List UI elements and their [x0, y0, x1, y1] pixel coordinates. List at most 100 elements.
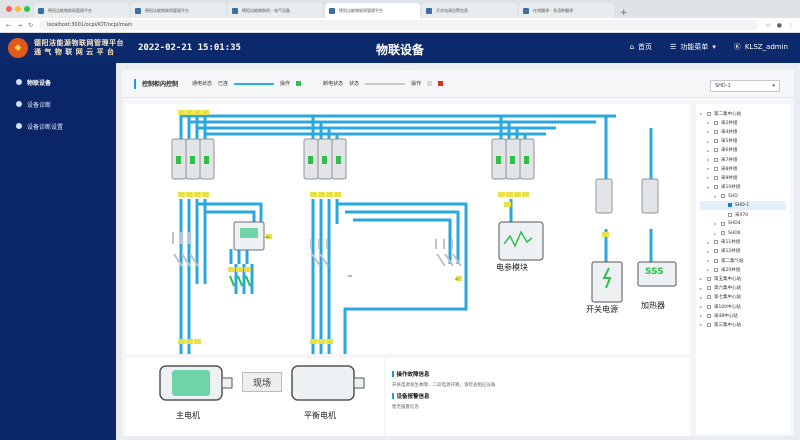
tree-item[interactable]: ▸采11井组 — [700, 238, 786, 247]
more-icon[interactable]: ⋮ — [788, 21, 794, 29]
forward-icon[interactable]: → — [17, 21, 23, 29]
tree-toggle-icon[interactable]: ▸ — [707, 267, 710, 273]
tree-checkbox[interactable] — [721, 221, 725, 226]
reload-icon[interactable]: ↻ — [28, 21, 34, 29]
browser-tab-label: 德阳洁能物联网管理平台 — [145, 8, 189, 13]
tree-checkbox[interactable] — [721, 194, 725, 199]
tree-item[interactable]: ▸采4井组 — [700, 127, 786, 136]
tree-checkbox[interactable] — [728, 203, 732, 208]
maximize-window-icon[interactable] — [24, 6, 30, 12]
tree-item[interactable]: ▾SHD — [700, 192, 786, 201]
function-menu-button[interactable]: ☰ 功能菜单 ▾ — [670, 42, 716, 52]
url-input[interactable]: localhost:3001/ocpi/IOT/ocpi/main — [39, 20, 760, 30]
tree-checkbox[interactable] — [714, 139, 718, 144]
home-button[interactable]: ⌂ 首页 — [630, 42, 652, 52]
tree-checkbox[interactable] — [714, 267, 718, 272]
tree-toggle-icon[interactable]: ▸ — [714, 221, 717, 227]
tree-item[interactable]: ▸SHD6 — [700, 228, 786, 237]
tree-item[interactable]: ▾采10井组 — [700, 183, 786, 192]
tree-checkbox[interactable] — [714, 185, 718, 190]
tree-item[interactable]: ▸第二集气站 — [700, 256, 786, 265]
tree-toggle-icon[interactable]: ▸ — [700, 294, 703, 300]
tree-item[interactable]: ▾第二集中心站 — [700, 109, 786, 118]
tree-checkbox[interactable] — [707, 304, 711, 309]
site-button[interactable]: 现场 — [242, 372, 282, 392]
back-icon[interactable]: ← — [6, 21, 12, 29]
user-menu-button[interactable]: Ⓚ KLSZ_admin — [734, 42, 788, 52]
power-module-device — [498, 221, 544, 261]
minimize-window-icon[interactable] — [15, 6, 21, 12]
tree-item[interactable]: ▸第三集中心站 — [700, 320, 786, 329]
sidebar-item-diagnosis-settings[interactable]: 设备诊断设置 — [0, 115, 116, 137]
tree-checkbox[interactable] — [707, 276, 711, 281]
tree-checkbox[interactable] — [714, 240, 718, 245]
new-tab-icon[interactable]: + — [620, 8, 628, 18]
tree-checkbox[interactable] — [714, 148, 718, 153]
tree-toggle-icon[interactable]: ▸ — [707, 120, 710, 126]
tree-toggle-icon[interactable]: ▸ — [707, 147, 710, 153]
tree-item[interactable]: ▸采12井组 — [700, 247, 786, 256]
bookmark-icon[interactable]: ☆ — [765, 21, 771, 29]
tree-toggle-icon[interactable]: ▸ — [707, 258, 710, 264]
tree-item[interactable]: ▸第七集中心站 — [700, 293, 786, 302]
tree-toggle-icon[interactable]: ▸ — [707, 129, 710, 135]
tree-item[interactable]: 采470 — [700, 210, 786, 219]
tree-toggle-icon[interactable]: ▾ — [714, 193, 717, 199]
tree-checkbox[interactable] — [707, 313, 711, 318]
legend1-line — [234, 82, 275, 85]
device-select[interactable]: SHD-1 ▾ — [710, 80, 780, 92]
browser-tab[interactable]: 在线翻译 - 多语种翻译 — [519, 3, 614, 18]
tree-item[interactable]: ▸SHD4 — [700, 219, 786, 228]
tree-item[interactable]: ▸采2井组 — [700, 118, 786, 127]
tree-item[interactable]: ▸采5井组 — [700, 137, 786, 146]
tree-item[interactable]: ▸采20井组 — [700, 265, 786, 274]
tree-checkbox[interactable] — [714, 129, 718, 134]
tree-toggle-icon[interactable]: ▸ — [707, 248, 710, 254]
tree-item[interactable]: ▸第五集中心站 — [700, 274, 786, 283]
tree-toggle-icon[interactable]: ▸ — [700, 322, 703, 328]
tree-checkbox[interactable] — [714, 258, 718, 263]
tree-checkbox[interactable] — [714, 120, 718, 125]
tree-toggle-icon[interactable]: ▸ — [707, 166, 710, 172]
browser-tab[interactable]: 德阳洁能物联网管理平台 — [131, 3, 226, 18]
browser-tab-active[interactable]: 德阳洁能物联网管理平台 — [325, 3, 420, 18]
tree-checkbox[interactable] — [714, 249, 718, 254]
tree-toggle-icon[interactable]: ▾ — [707, 184, 710, 190]
tree-checkbox[interactable] — [714, 157, 718, 162]
tree-checkbox[interactable] — [707, 111, 711, 116]
tree-checkbox[interactable] — [707, 322, 711, 327]
tree-checkbox[interactable] — [707, 286, 711, 291]
tree-toggle-icon[interactable]: ▸ — [700, 304, 703, 310]
tree-toggle-icon[interactable]: ▸ — [707, 175, 710, 181]
tree-item[interactable]: ▸采6井组 — [700, 146, 786, 155]
tree-toggle-icon[interactable]: ▸ — [707, 138, 710, 144]
tree-item[interactable]: ▸采7井组 — [700, 155, 786, 164]
tree-checkbox[interactable] — [714, 166, 718, 171]
close-window-icon[interactable] — [6, 6, 12, 12]
tree-toggle-icon[interactable]: ▸ — [707, 239, 710, 245]
tree-toggle-icon[interactable]: ▸ — [700, 313, 703, 319]
tree-checkbox[interactable] — [707, 295, 711, 300]
sidebar-item-device-diagnosis[interactable]: 设备诊断 — [0, 93, 116, 115]
tree-item[interactable]: ▸采48中心站 — [700, 311, 786, 320]
tree-item[interactable]: ▸采9井组 — [700, 173, 786, 182]
tree-toggle-icon[interactable]: ▾ — [700, 111, 703, 117]
tree-toggle-icon[interactable]: ▸ — [707, 157, 710, 163]
tree-checkbox[interactable] — [714, 175, 718, 180]
app-header: ◆ 德阳洁能源物联网管理平台 通 气 物 联 网 云 平 台 2022-02-2… — [0, 33, 800, 63]
tree-item[interactable]: ▸第六集中心站 — [700, 284, 786, 293]
sidebar-item-iot-devices[interactable]: 物联设备 — [0, 71, 116, 93]
browser-tab[interactable]: 德阳洁能物联网管理平台 — [34, 3, 129, 18]
tree-toggle-icon[interactable]: ▸ — [700, 276, 703, 282]
tree-item[interactable]: ▸采8井组 — [700, 164, 786, 173]
menu-label: 功能菜单 — [680, 43, 709, 51]
browser-tab[interactable]: 开关电源告警信息 — [422, 3, 517, 18]
tree-item[interactable]: SHD-1 — [700, 200, 786, 211]
tree-item[interactable]: ▸采100中心站 — [700, 302, 786, 311]
profile-icon[interactable]: ● — [776, 21, 782, 29]
tree-checkbox[interactable] — [721, 231, 725, 236]
tree-toggle-icon[interactable]: ▸ — [714, 230, 717, 236]
tree-checkbox[interactable] — [728, 212, 732, 217]
browser-tab[interactable]: 德阳洁能物联网 - 电气设备 — [228, 3, 323, 18]
tree-toggle-icon[interactable]: ▸ — [700, 285, 703, 291]
